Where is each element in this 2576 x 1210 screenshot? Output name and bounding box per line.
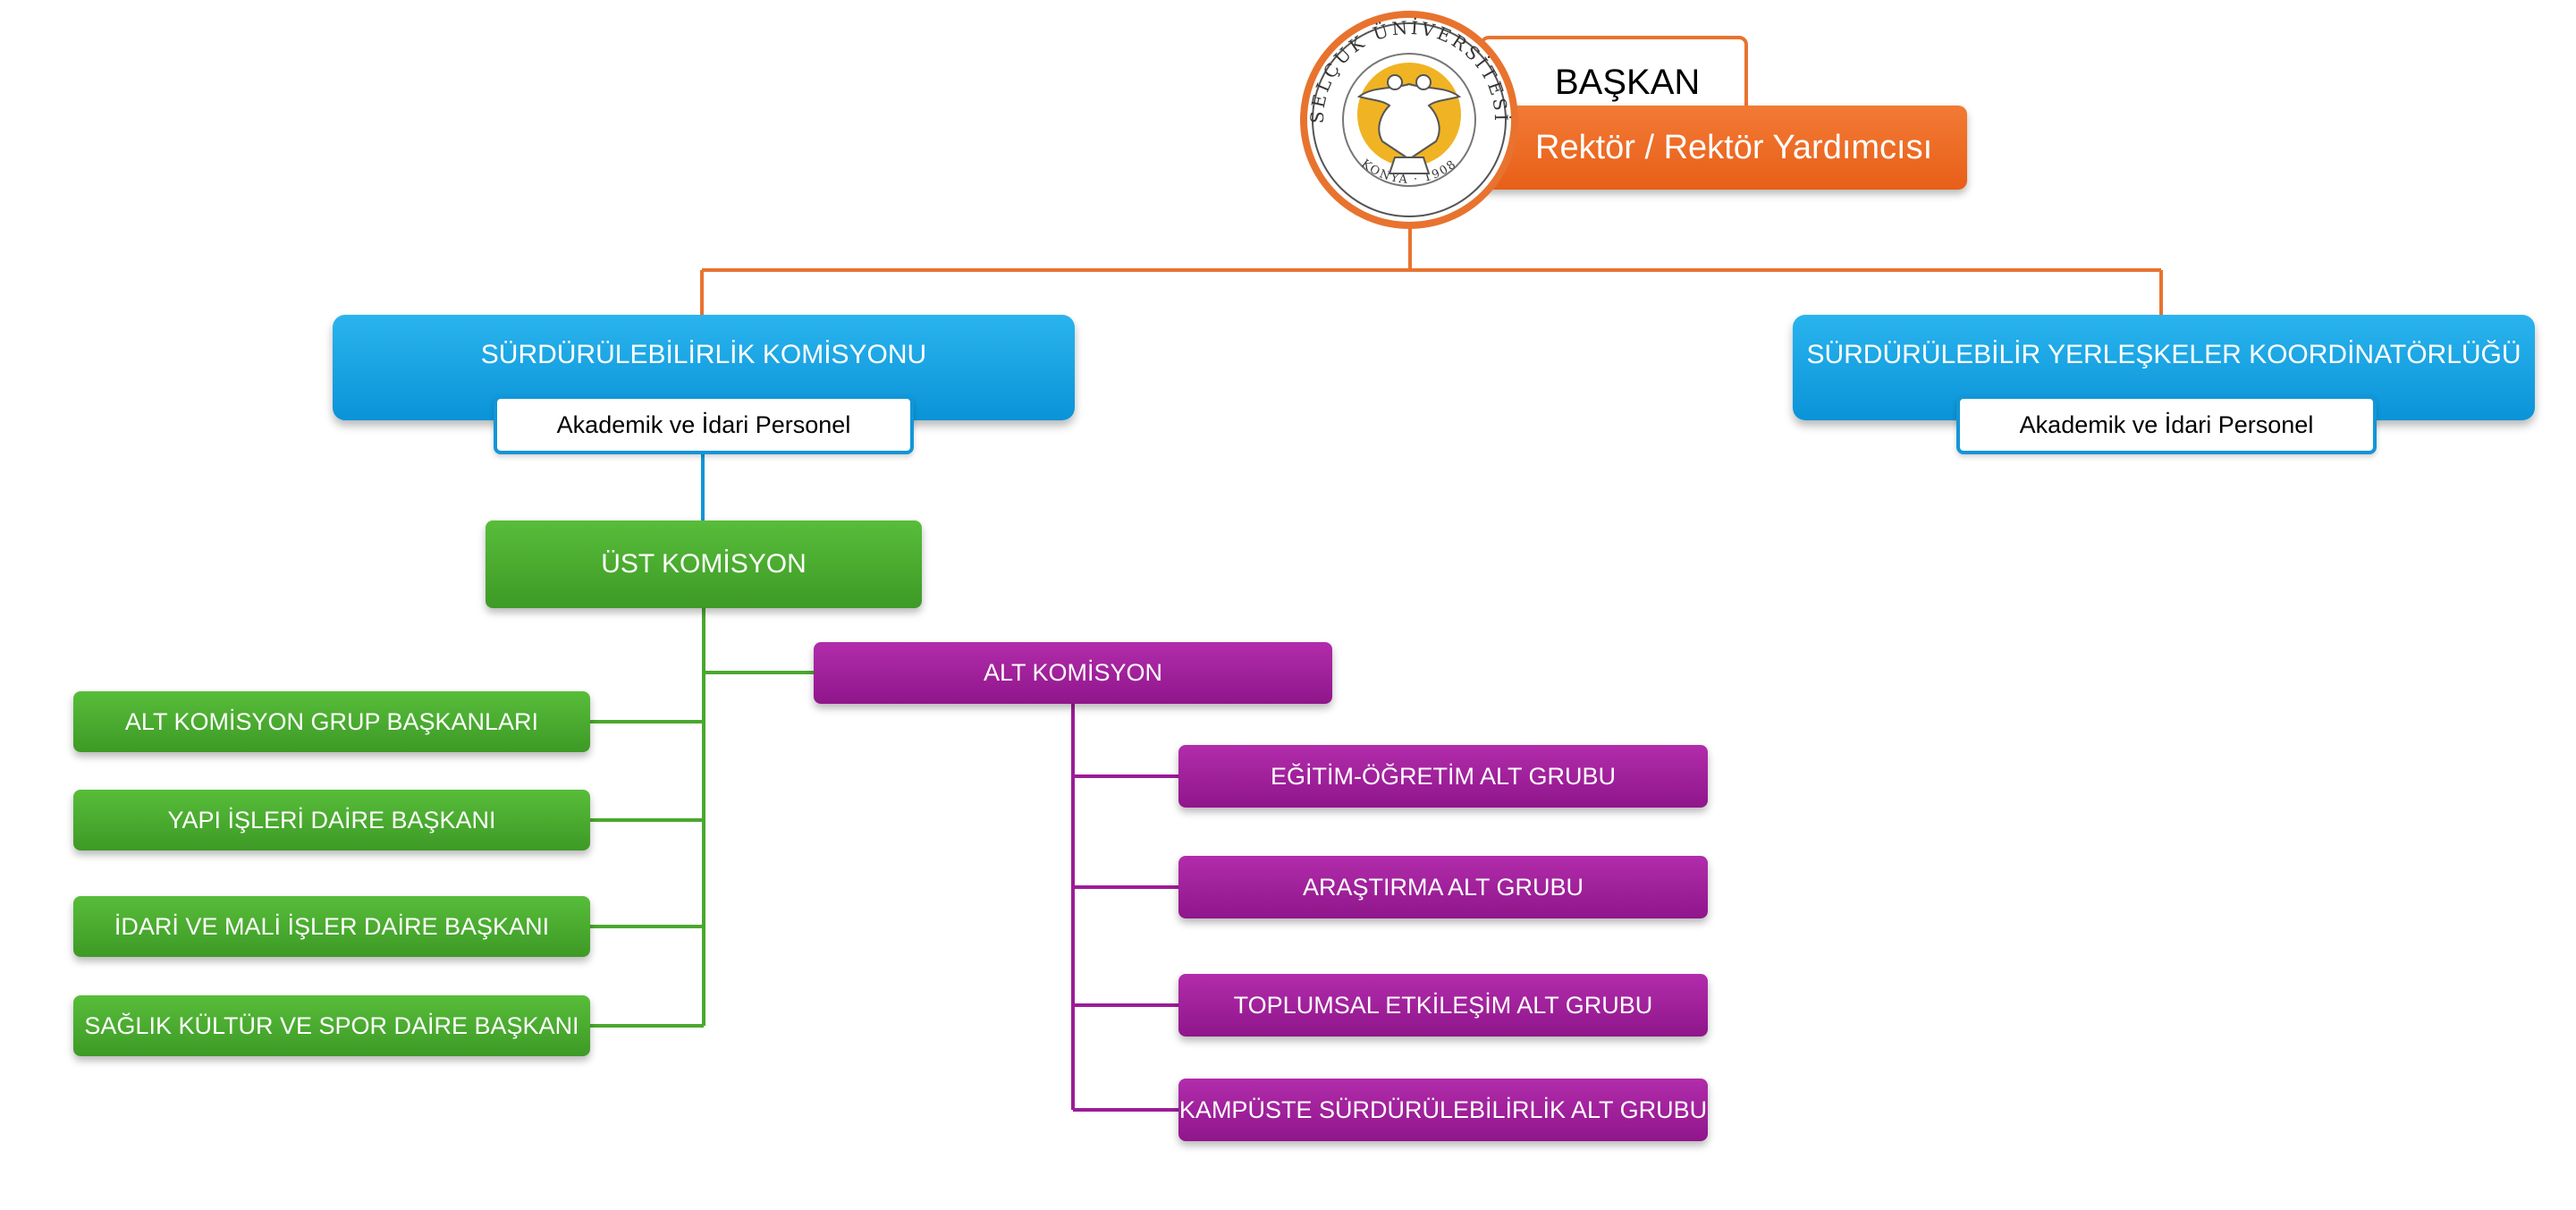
sustainability-commission-title: SÜRDÜRÜLEBİLİRLİK KOMİSYONU	[480, 340, 927, 369]
sub-commission-group: EĞİTİM-ÖĞRETİM ALT GRUBU	[1178, 745, 1708, 808]
president-role: Rektör / Rektör Yardımcısı	[1535, 128, 1933, 166]
sub-commission-group-label: TOPLUMSAL ETKİLEŞİM ALT GRUBU	[1233, 991, 1653, 1019]
sub-commission-group-label: ARAŞTIRMA ALT GRUBU	[1302, 873, 1584, 901]
sub-commission-title: ALT KOMİSYON	[983, 659, 1163, 686]
upper-commission-member: SAĞLIK KÜLTÜR VE SPOR DAİRE BAŞKANI	[73, 995, 590, 1056]
upper-commission-box: ÜST KOMİSYON	[486, 520, 922, 608]
double-headed-eagle-icon	[1356, 74, 1462, 174]
connector-upper-tree	[590, 608, 814, 1028]
university-seal-logo: SELÇUK ÜNİVERSİTESİ KONYA · 1908	[1300, 11, 1518, 229]
upper-commission-member: İDARİ VE MALİ İŞLER DAİRE BAŞKANI	[73, 896, 590, 957]
sustainability-commission-staff: Akademik ve İdari Personel	[556, 410, 851, 438]
sub-commission-group-label: KAMPÜSTE SÜRDÜRÜLEBİLİRLİK ALT GRUBU	[1178, 1096, 1708, 1123]
upper-commission-title: ÜST KOMİSYON	[601, 549, 807, 579]
president-title: BAŞKAN	[1555, 63, 1701, 102]
sub-commission-group-label: EĞİTİM-ÖĞRETİM ALT GRUBU	[1270, 762, 1617, 790]
campus-coordination-staff: Akademik ve İdari Personel	[2019, 410, 2314, 438]
president-role-box: Rektör / Rektör Yardımcısı	[1480, 106, 1967, 190]
upper-commission-member: YAPI İŞLERİ DAİRE BAŞKANI	[73, 790, 590, 850]
connector-sub-tree	[1071, 704, 1178, 1112]
sub-commission-group: ARAŞTIRMA ALT GRUBU	[1178, 856, 1708, 918]
connector-president-to-commissions	[700, 215, 2163, 315]
campus-coordination-box: SÜRDÜRÜLEBİLİR YERLEŞKELER KOORDİNATÖRLÜ…	[1793, 315, 2535, 420]
upper-commission-member-label: YAPI İŞLERİ DAİRE BAŞKANI	[167, 806, 496, 833]
campus-coordination-title: SÜRDÜRÜLEBİLİR YERLEŞKELER KOORDİNATÖRLÜ…	[1806, 340, 2521, 369]
upper-commission-member-label: ALT KOMİSYON GRUP BAŞKANLARI	[124, 707, 539, 735]
sub-commission-group: TOPLUMSAL ETKİLEŞİM ALT GRUBU	[1178, 974, 1708, 1037]
sub-commission-box: ALT KOMİSYON	[814, 642, 1332, 704]
upper-commission-member: ALT KOMİSYON GRUP BAŞKANLARI	[73, 691, 590, 752]
sustainability-commission-staff-box: Akademik ve İdari Personel	[494, 395, 914, 454]
campus-coordination-staff-box: Akademik ve İdari Personel	[1956, 395, 2377, 454]
upper-commission-member-label: İDARİ VE MALİ İŞLER DAİRE BAŞKANI	[114, 912, 550, 940]
upper-commission-member-label: SAĞLIK KÜLTÜR VE SPOR DAİRE BAŞKANI	[84, 1011, 579, 1039]
sub-commission-group: KAMPÜSTE SÜRDÜRÜLEBİLİRLİK ALT GRUBU	[1178, 1079, 1708, 1141]
